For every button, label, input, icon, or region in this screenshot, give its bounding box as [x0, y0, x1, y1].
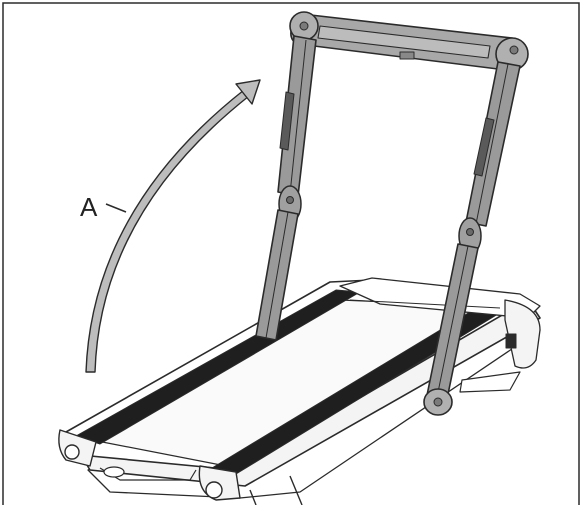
motor-cover [339, 277, 541, 319]
handle-frame [255, 11, 529, 416]
right-upright-lower-edge [435, 245, 469, 403]
left-upright-upper-edge [289, 39, 307, 195]
rear-end-cap [504, 299, 541, 369]
callout-leader-line [105, 203, 127, 213]
rotation-arrow-head [235, 79, 261, 105]
rear-port [505, 333, 517, 349]
stand-leg-2 [249, 489, 257, 505]
front-wheel-right [205, 481, 223, 499]
stand-leg [289, 475, 303, 505]
motor-cover-line [349, 299, 501, 309]
left-top-knuckle-pin [299, 21, 309, 31]
left-grip [279, 91, 295, 151]
under-roller [103, 466, 125, 478]
rear-plate [459, 371, 521, 393]
left-mid-joint-pin [286, 196, 294, 204]
left-upright-lower-edge [265, 211, 289, 339]
callout-label-a: A [80, 192, 98, 222]
rotation-arrow [85, 79, 261, 373]
right-bottom-knuckle-pin [433, 397, 443, 407]
right-upright-upper [465, 61, 521, 227]
rotation-arrow-shaft [85, 89, 250, 373]
right-top-knuckle-pin [509, 45, 519, 55]
right-grip [473, 117, 495, 177]
right-upright-upper-edge [475, 63, 509, 225]
treadmill-deck [58, 277, 541, 505]
crossbar-highlight [317, 25, 491, 59]
right-mid-joint-pin [466, 228, 474, 236]
front-wheel-left [64, 444, 80, 460]
crossbar-clip [399, 51, 415, 60]
